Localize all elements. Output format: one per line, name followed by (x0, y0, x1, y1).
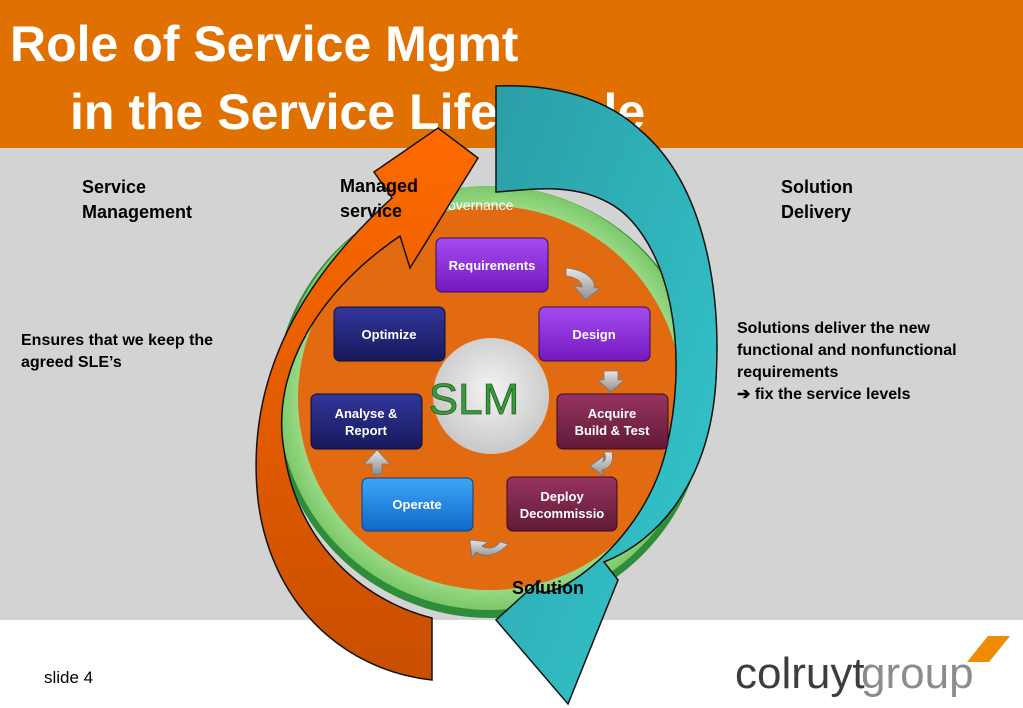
sm-desc-line1: Ensures that we keep the (21, 332, 214, 349)
solution-delivery-description: Solutions deliver the new functional and… (737, 318, 957, 406)
sm-desc-line2: agreed SLE’s (21, 354, 122, 371)
managed-service-label-line2: service (340, 201, 402, 221)
slm-center (433, 338, 549, 454)
step-acquire-label-line1: Acquire (588, 406, 636, 421)
step-analyse-label-line2: Report (345, 423, 388, 438)
step-design-label: Design (572, 327, 615, 342)
colruyt-group-logo: colruyt group (735, 636, 1010, 698)
logo-orange-mark-icon (967, 636, 1010, 662)
slide-number: slide 4 (44, 668, 94, 687)
service-management-heading-line2: Management (82, 202, 193, 222)
step-acquire-label-line2: Build & Test (575, 423, 651, 438)
flow-arrow-deploy-operate (469, 539, 509, 560)
governance-label: overnance (448, 197, 514, 213)
slide-title-line1: Role of Service Mgmt (10, 16, 519, 72)
step-operate: Operate (361, 477, 474, 532)
flow-arrow-acquire-deploy (589, 451, 613, 478)
sd-desc-line1: Solutions deliver the new (737, 320, 930, 337)
sd-desc-line2: functional and nonfunctional (737, 342, 957, 359)
solution-delivery-heading: Solution Delivery (781, 175, 853, 225)
step-optimize-label: Optimize (362, 327, 417, 342)
service-management-description: Ensures that we keep the agreed SLE’s (21, 330, 213, 374)
step-deploy: Deploy Decommissio (506, 476, 618, 532)
solution-delivery-heading-line2: Delivery (781, 202, 852, 222)
solution-delivery-heading-line1: Solution (781, 177, 853, 197)
logo-colruyt-text: colruyt (735, 649, 865, 698)
flow-arrow-operate-analyse (363, 449, 391, 475)
sd-desc-line3: requirements (737, 364, 839, 381)
step-requirements: Requirements (435, 237, 549, 293)
flow-arrow-design-acquire (596, 370, 626, 393)
step-operate-label: Operate (392, 497, 441, 512)
managed-service-arrow (255, 127, 479, 681)
step-requirements-label: Requirements (449, 258, 536, 273)
logo-group-text: group (861, 649, 974, 698)
step-optimize: Optimize (333, 306, 446, 362)
step-design: Design (538, 306, 651, 362)
sd-desc-line4: ➔ fix the service levels (737, 386, 911, 403)
step-acquire: Acquire Build & Test (556, 393, 669, 450)
step-analyse-label-line1: Analyse & (335, 406, 398, 421)
service-management-heading: Service Management (82, 175, 192, 225)
step-deploy-label-line1: Deploy (540, 489, 584, 504)
flow-arrow-requirements-design (565, 267, 602, 301)
solution-arrow-label: Solution (512, 578, 584, 598)
managed-service-label-line1: Managed (340, 176, 418, 196)
step-analyse: Analyse & Report (310, 393, 423, 450)
slm-center-label: SLM (429, 375, 519, 424)
step-deploy-label-line2: Decommissio (520, 506, 605, 521)
service-management-heading-line1: Service (82, 177, 147, 197)
solution-delivery-arrow (494, 84, 718, 706)
